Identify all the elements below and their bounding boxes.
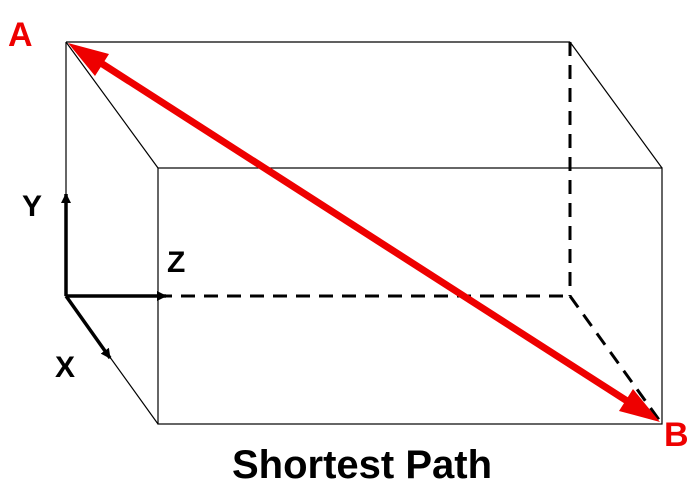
- top-left-diagonal-edge: [65, 41, 159, 169]
- box-diagram: [61, 41, 664, 425]
- arrowhead-b: [619, 389, 660, 422]
- point-b-label: B: [664, 416, 689, 454]
- hidden-diagonal-edge: [568, 295, 664, 425]
- point-a-label: A: [8, 16, 33, 54]
- z-axis-label: Z: [167, 246, 186, 279]
- y-axis-label: Y: [22, 190, 43, 223]
- path-line: [88, 53, 640, 411]
- shortest-path-arrow: [68, 43, 660, 422]
- axes: [61, 193, 167, 360]
- x-axis-arrow: [64, 294, 112, 360]
- top-right-diagonal-edge: [569, 41, 663, 169]
- caption: Shortest Path: [232, 443, 493, 487]
- x-axis-label: X: [55, 351, 76, 384]
- box-edges-hidden: [158, 42, 664, 425]
- arrowhead-a: [68, 43, 109, 76]
